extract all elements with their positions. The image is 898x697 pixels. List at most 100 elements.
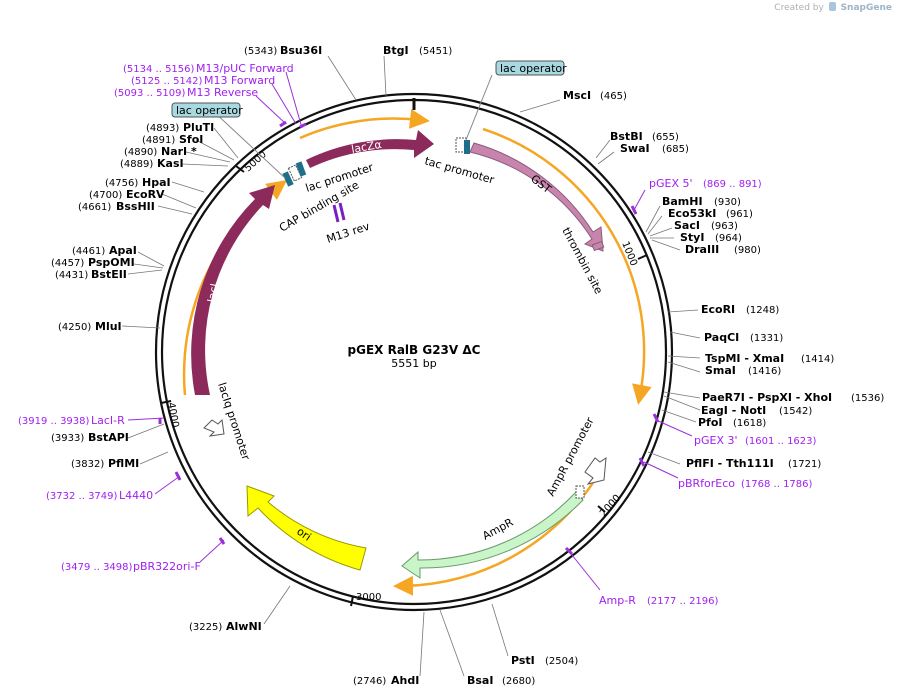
svg-text:EagI - NotI: EagI - NotI (701, 404, 766, 417)
svg-text:MluI: MluI (95, 320, 122, 333)
feature-lacI[interactable]: lacI (191, 185, 275, 395)
enzyme-PflMI: (3832)PflMI (71, 457, 139, 470)
enzyme-SacI: SacI (963) (674, 219, 738, 232)
svg-text:EcoRV: EcoRV (126, 188, 165, 201)
svg-text:(5125 .. 5142): (5125 .. 5142) (131, 76, 203, 87)
svg-text:(4700): (4700) (89, 190, 122, 201)
enzyme-MscI: MscI(465) (563, 89, 627, 102)
svg-text:StyI: StyI (680, 231, 704, 244)
enzyme-BstBI: BstBI(655) (610, 130, 679, 143)
svg-text:SmaI: SmaI (705, 364, 736, 377)
svg-text:Amp-R: Amp-R (599, 594, 636, 607)
feature-GST[interactable]: GST (469, 142, 604, 252)
svg-text:LacI-R: LacI-R (91, 414, 125, 427)
primer-LacI-R: (3919 .. 3938)LacI-R (18, 414, 125, 427)
svg-text:DraIII: DraIII (685, 243, 719, 256)
feature-m13-rev[interactable]: M13 rev (325, 202, 372, 246)
svg-text:(4889): (4889) (120, 159, 153, 170)
svg-text:5000: 5000 (243, 149, 269, 174)
enzyme-PfoI: PfoI(1618) (698, 416, 766, 429)
enzyme-Eco53kI: Eco53kI(961) (668, 207, 753, 220)
svg-text:(2177 .. 2196): (2177 .. 2196) (647, 596, 719, 607)
lac-operator-tag-2[interactable]: lac operator (465, 60, 567, 141)
svg-text:(4431): (4431) (55, 270, 88, 281)
enzyme-KasI: (4889)KasI (120, 157, 184, 170)
svg-text:BsaI: BsaI (467, 674, 493, 687)
feature-ampr-promoter[interactable]: AmpR promoter (544, 415, 607, 499)
snapgene-credit: Created by SnapGene (774, 2, 892, 13)
enzyme-PaeR7I-PspXI-XhoI: PaeR7I - PspXI - XhoI (1536) (702, 391, 884, 404)
m13-rev-label: M13 rev (325, 220, 372, 246)
lac-operator-tag-1[interactable]: lac operator (171, 102, 286, 179)
enzyme-BstEII: (4431)BstEII (55, 268, 127, 281)
enzyme-HpaI: (4756)HpaI (105, 176, 171, 189)
svg-text:L4440: L4440 (119, 489, 153, 502)
enzyme-SmaI: SmaI (1416) (705, 364, 781, 377)
ampr-promoter-label: AmpR promoter (544, 415, 597, 499)
credit-brand: SnapGene (840, 3, 892, 13)
tick-4000: 4000 (160, 400, 180, 429)
svg-text:(2680): (2680) (502, 676, 535, 687)
svg-text:PaeR7I - PspXI - XhoI: PaeR7I - PspXI - XhoI (702, 391, 832, 404)
svg-text:(2504): (2504) (545, 656, 578, 667)
svg-text:(4893): (4893) (146, 123, 179, 134)
enzyme-BstAPI: (3933)BstAPI (51, 431, 129, 444)
svg-text:PspOMI: PspOMI (88, 256, 135, 269)
svg-text:SfoI: SfoI (179, 133, 203, 146)
enzyme-BtgI: BtgI (5451) (383, 44, 452, 57)
enzyme-AhdI: (2746)AhdI (353, 674, 419, 687)
snapgene-logo-icon (828, 2, 836, 11)
svg-text:PluTI: PluTI (183, 121, 214, 134)
feature-AmpR-label: AmpR (480, 516, 515, 543)
enzyme-TspMI-XmaI: TspMI - XmaI(1414) (705, 352, 834, 365)
svg-text:M13 Forward: M13 Forward (204, 74, 275, 87)
feature-tac-promoter[interactable]: tac promoter (423, 137, 496, 187)
svg-text:HpaI: HpaI (142, 176, 171, 189)
svg-text:(1331): (1331) (750, 333, 783, 344)
svg-text:(1542): (1542) (779, 406, 812, 417)
primer-M13-Reverse: (5093 .. 5109)M13 Reverse (114, 86, 258, 99)
enzyme-BssHII: (4661)BssHII (78, 200, 155, 213)
enzyme-ApaI: (4461)ApaI (72, 244, 137, 257)
feature-ori[interactable]: ori (246, 485, 367, 571)
svg-text:BstAPI: BstAPI (88, 431, 129, 444)
primer-labels: (5134 .. 5156)M13/pUC Forward (5125 .. 5… (18, 62, 817, 607)
svg-text:(465): (465) (600, 91, 627, 102)
svg-text:(5451): (5451) (419, 46, 452, 57)
svg-text:(964): (964) (715, 233, 742, 244)
feature-lacZa-label: lacZα (350, 138, 382, 156)
enzyme-Bsu36I: (5343)Bsu36I (244, 44, 322, 57)
primer-Amp-R: Amp-R (2177 .. 2196) (599, 594, 719, 607)
svg-text:pGEX 5': pGEX 5' (649, 177, 693, 190)
enzyme-PstI: PstI (2504) (511, 654, 578, 667)
svg-text:BstBI: BstBI (610, 130, 643, 143)
primer-M13-pUC-Forward: (5134 .. 5156)M13/pUC Forward (123, 62, 294, 75)
svg-text:AhdI: AhdI (391, 674, 419, 687)
enzyme-PaqCI: PaqCI(1331) (704, 331, 783, 344)
svg-text:(4891): (4891) (142, 135, 175, 146)
feature-laciq-promoter[interactable]: lacIq promoter (203, 381, 253, 462)
svg-text:(1618): (1618) (733, 418, 766, 429)
plasmid-length: 5551 bp (391, 357, 436, 370)
svg-text:M13/pUC Forward: M13/pUC Forward (196, 62, 294, 75)
svg-text:(3832): (3832) (71, 459, 104, 470)
svg-text:(1416): (1416) (748, 366, 781, 377)
svg-text:(5134 .. 5156): (5134 .. 5156) (123, 64, 195, 75)
feature-lacZa[interactable]: lacZα (306, 130, 434, 168)
svg-text:BamHI: BamHI (662, 195, 703, 208)
svg-text:(963): (963) (711, 221, 738, 232)
primer-M13-Forward: (5125 .. 5142)M13 Forward (131, 74, 275, 87)
svg-text:BtgI: BtgI (383, 44, 409, 57)
svg-text:BstEII: BstEII (91, 268, 127, 281)
svg-text:(1536): (1536) (851, 393, 884, 404)
tac-promoter-label: tac promoter (423, 154, 496, 186)
credit-text: Created by (774, 3, 824, 13)
svg-text:SacI: SacI (674, 219, 700, 232)
backbone-outer (154, 92, 674, 612)
svg-text:PstI: PstI (511, 654, 535, 667)
svg-text:(5343): (5343) (244, 46, 277, 57)
svg-text:(4890): (4890) (124, 147, 157, 158)
svg-text:(930): (930) (714, 197, 741, 208)
feature-AmpR[interactable]: AmpR (401, 491, 584, 579)
enzyme-PflFI-Tth111I: PflFI - Tth111I(1721) (686, 457, 821, 470)
